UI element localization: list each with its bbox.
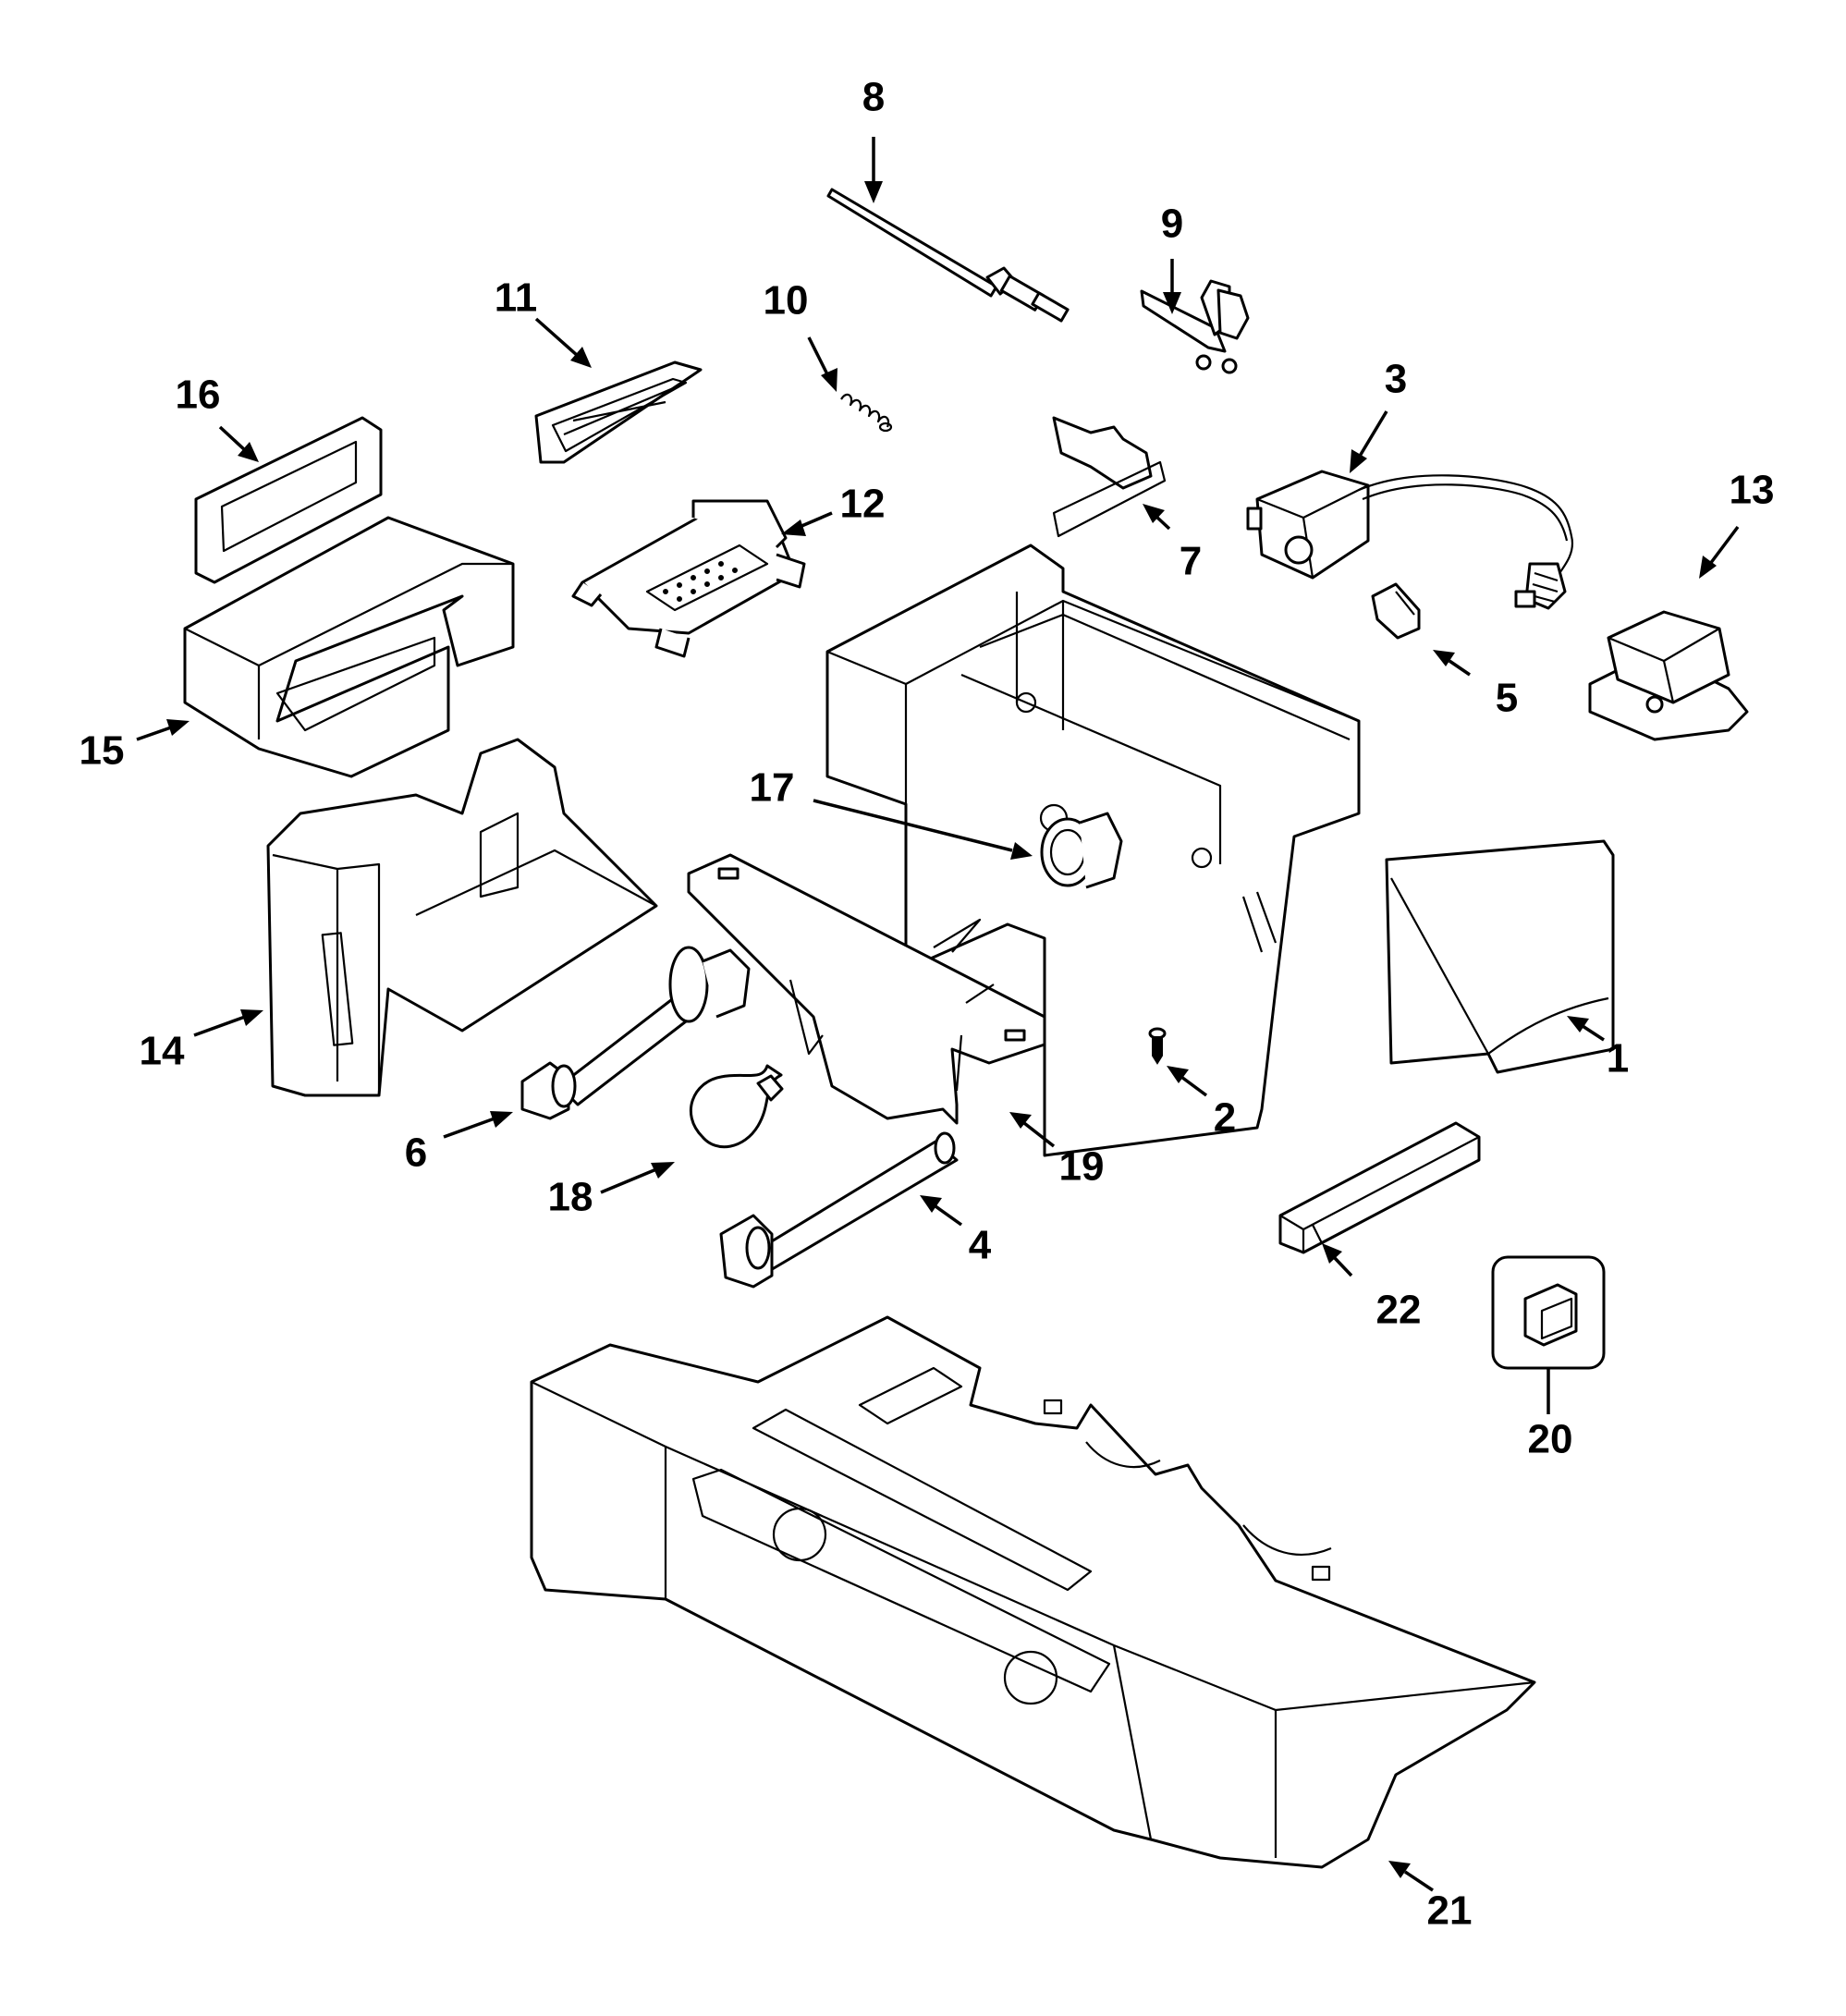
leader-13 [1699,525,1740,579]
callout-20: 20 [1528,1417,1573,1462]
callout-16: 16 [176,373,221,418]
callout-7: 7 [1180,539,1202,584]
leader-14 [193,1009,263,1037]
callout-leaders [136,137,1740,1892]
callout-12: 12 [840,482,886,527]
callout-labels: 8 9 10 11 16 12 3 13 7 5 15 17 14 1 2 6 … [79,75,1775,1934]
part-17-socket [1040,812,1123,889]
callout-2: 2 [1214,1095,1236,1141]
leader-6 [443,1111,513,1139]
leader-8 [864,137,883,203]
callout-4: 4 [969,1223,992,1268]
callout-18: 18 [548,1175,593,1220]
part-7-plate [1052,416,1153,490]
part-15-housing [183,516,515,778]
leader-12 [781,511,833,536]
leader-4 [920,1195,963,1227]
callout-8: 8 [862,75,885,120]
callout-6: 6 [405,1130,427,1176]
leader-18 [600,1162,675,1194]
callout-10: 10 [764,278,809,324]
leader-7 [1143,504,1171,531]
part-4-shaft [719,1131,959,1289]
part-21-cover [530,1315,1536,1869]
part-16-gasket [194,416,383,584]
part-2-screw [1148,1027,1167,1065]
leader-3 [1350,410,1388,473]
leader-22 [1322,1243,1353,1277]
callout-9: 9 [1161,202,1183,247]
part-9-actuator [1140,279,1250,374]
part-12-tray [571,499,806,658]
leader-15 [136,719,189,741]
leader-5 [1433,650,1471,677]
part-10-spring [840,393,893,433]
part-13-motor [1588,610,1749,741]
leader-21 [1388,1861,1434,1892]
part-20-switch [1491,1255,1606,1370]
callout-22: 22 [1376,1288,1422,1333]
part-19-bracket [687,853,1046,1125]
leader-10 [807,336,837,392]
callout-11: 11 [495,275,538,321]
callout-1: 1 [1607,1036,1629,1081]
leader-1 [1567,1016,1605,1042]
callout-14: 14 [140,1029,185,1074]
leader-19 [1009,1112,1056,1148]
part-8-rod [826,188,1070,323]
part-6-shaft [520,946,751,1120]
part-14-panel [266,738,658,1097]
leader-11 [534,317,592,368]
callout-3: 3 [1385,357,1407,402]
callout-13: 13 [1730,468,1775,513]
part-22-strip [1278,1121,1481,1254]
part-18-bulb [689,1064,784,1149]
callout-19: 19 [1059,1144,1105,1190]
callout-21: 21 [1427,1888,1473,1934]
callout-5: 5 [1496,676,1518,721]
callout-15: 15 [79,728,125,774]
callout-17: 17 [750,765,795,811]
leader-17 [813,799,1033,860]
leader-9 [1163,259,1181,314]
part-3-control [1246,470,1574,610]
part-11-grille [534,360,703,464]
part-5-clip [1371,582,1421,640]
leader-2 [1167,1066,1208,1097]
leader-16 [218,425,259,462]
